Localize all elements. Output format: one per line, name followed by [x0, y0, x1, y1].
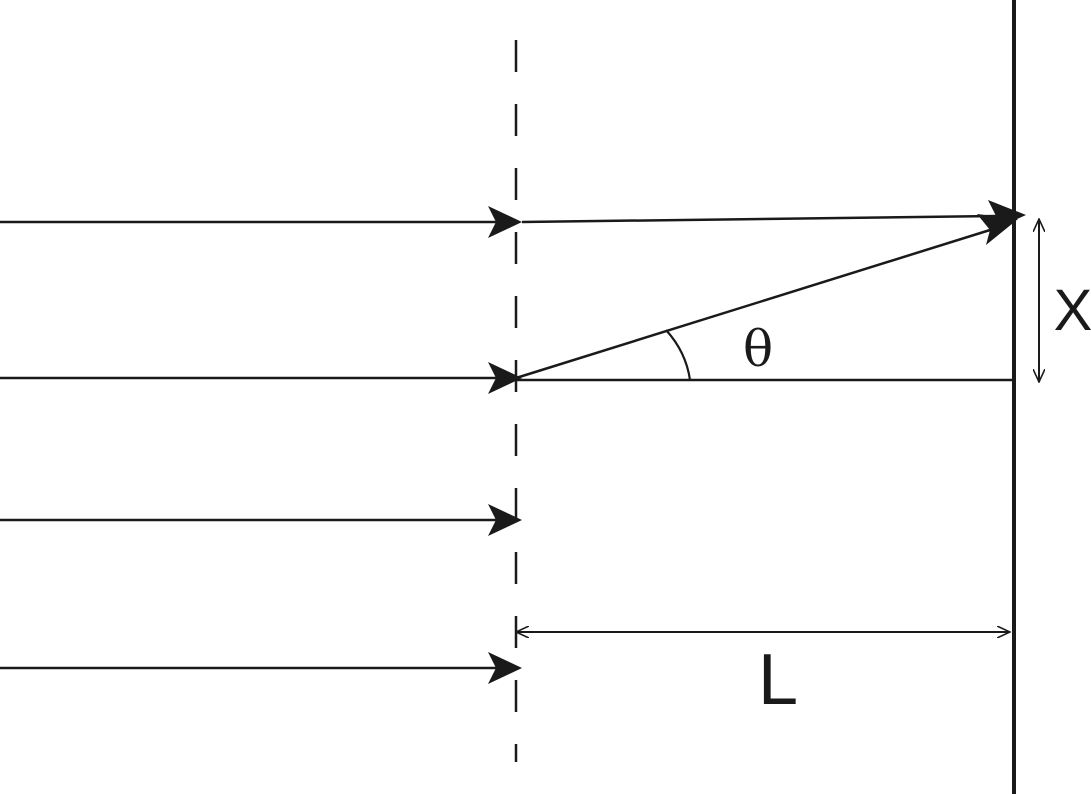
transmitted-rays: [515, 200, 1026, 382]
incident-ray-1-arrowhead: [488, 206, 522, 238]
x-label: X: [1054, 278, 1091, 343]
theta-label: θ: [743, 320, 773, 378]
diffracted-ray: [515, 228, 991, 380]
incident-rays: [0, 206, 522, 684]
incident-ray-4-arrowhead: [488, 652, 522, 684]
incident-ray-2-arrowhead: [488, 362, 522, 394]
diffracted-ray-arrowhead: [977, 214, 1018, 245]
angle-arc: [665, 329, 692, 381]
l-label: L: [758, 640, 798, 720]
straight-ray-top: [521, 214, 997, 224]
incident-ray-3-arrowhead: [488, 504, 522, 536]
